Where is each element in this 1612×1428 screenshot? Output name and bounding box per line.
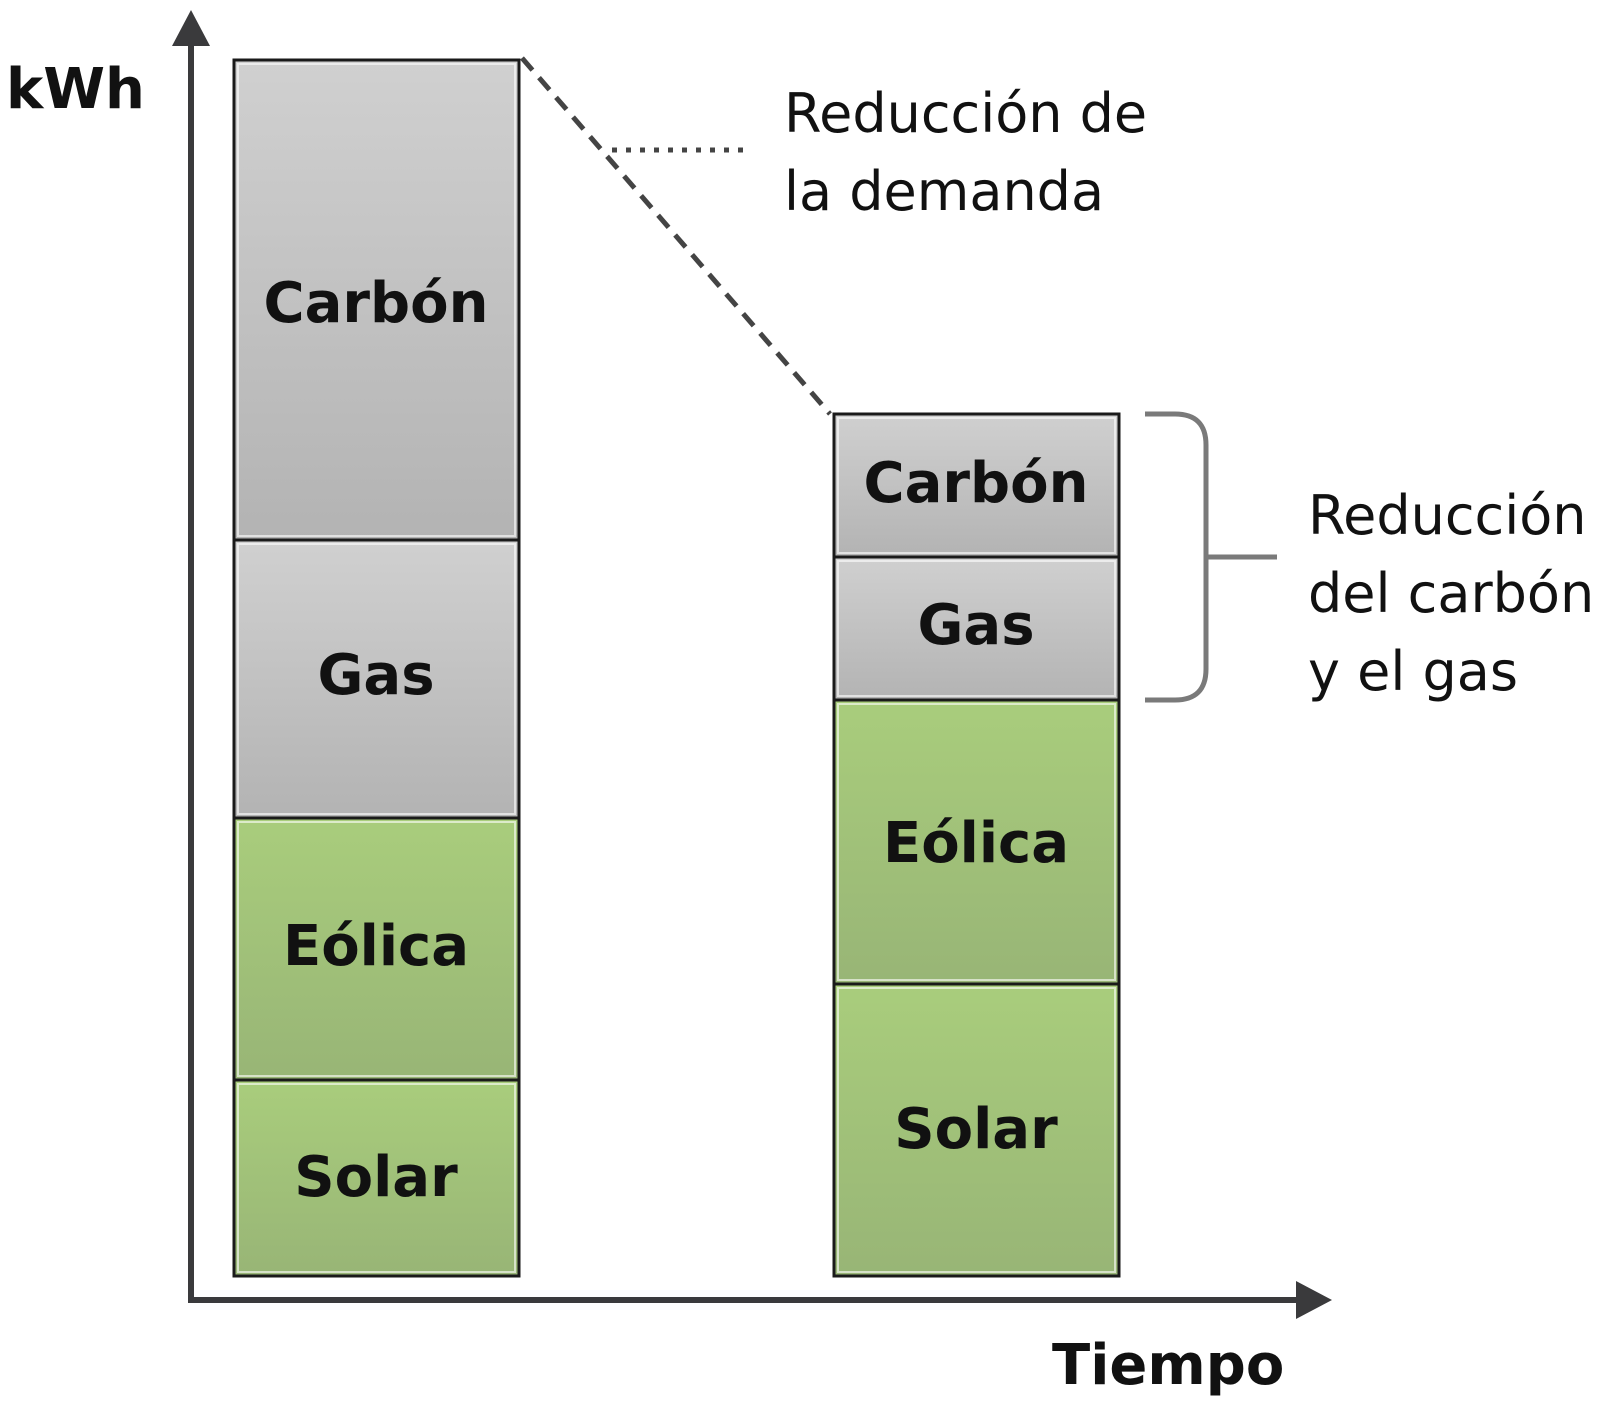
curly-bracket [1145,411,1209,703]
segment-label: Gas [917,593,1034,658]
x-axis-arrowhead [1296,1281,1332,1319]
bar-before-segment-solar: Solar [232,1078,521,1278]
demand-reduction-line-2: la demanda [784,160,1104,223]
demand-reduction-note: Reducción de la demanda [784,82,1164,223]
bar-before-segment-wind: Eólica [232,816,521,1082]
bar-after-segment-solar: Solar [832,982,1121,1278]
x-axis-label: Tiempo [1052,1333,1284,1398]
fossil-reduction-line-1: Reducción [1308,484,1586,547]
segment-label: Solar [894,1097,1058,1162]
bar-before: Carbón Gas Eólica Solar [232,58,521,1278]
fossil-reduction-note: Reducción del carbón y el gas [1308,484,1611,703]
segment-label: Eólica [883,811,1069,876]
fossil-reduction-line-2: del carbón [1308,562,1594,625]
bar-before-segment-gas: Gas [232,538,521,820]
segment-label: Eólica [283,914,469,979]
segment-label: Carbón [264,271,489,336]
bar-after-segment-wind: Eólica [832,698,1121,986]
demand-reduction-callout: Reducción de la demanda [520,56,1164,416]
y-axis-arrowhead [172,10,210,46]
axes: kWh Tiempo [6,10,1332,1398]
fossil-reduction-line-3: y el gas [1308,640,1518,703]
demand-reduction-line-1: Reducción de [784,82,1147,145]
bar-before-segment-carbon: Carbón [232,58,521,542]
bar-after-segment-gas: Gas [832,555,1121,702]
bar-after-segment-carbon: Carbón [832,412,1121,559]
y-axis-label: kWh [6,57,145,122]
segment-label: Gas [317,643,434,708]
segment-label: Carbón [864,451,1089,516]
fossil-reduction-callout: Reducción del carbón y el gas [1145,411,1611,703]
bar-after: Carbón Gas Eólica Solar [832,412,1121,1278]
segment-label: Solar [294,1145,458,1210]
demand-connector-dashed-line [520,56,832,416]
